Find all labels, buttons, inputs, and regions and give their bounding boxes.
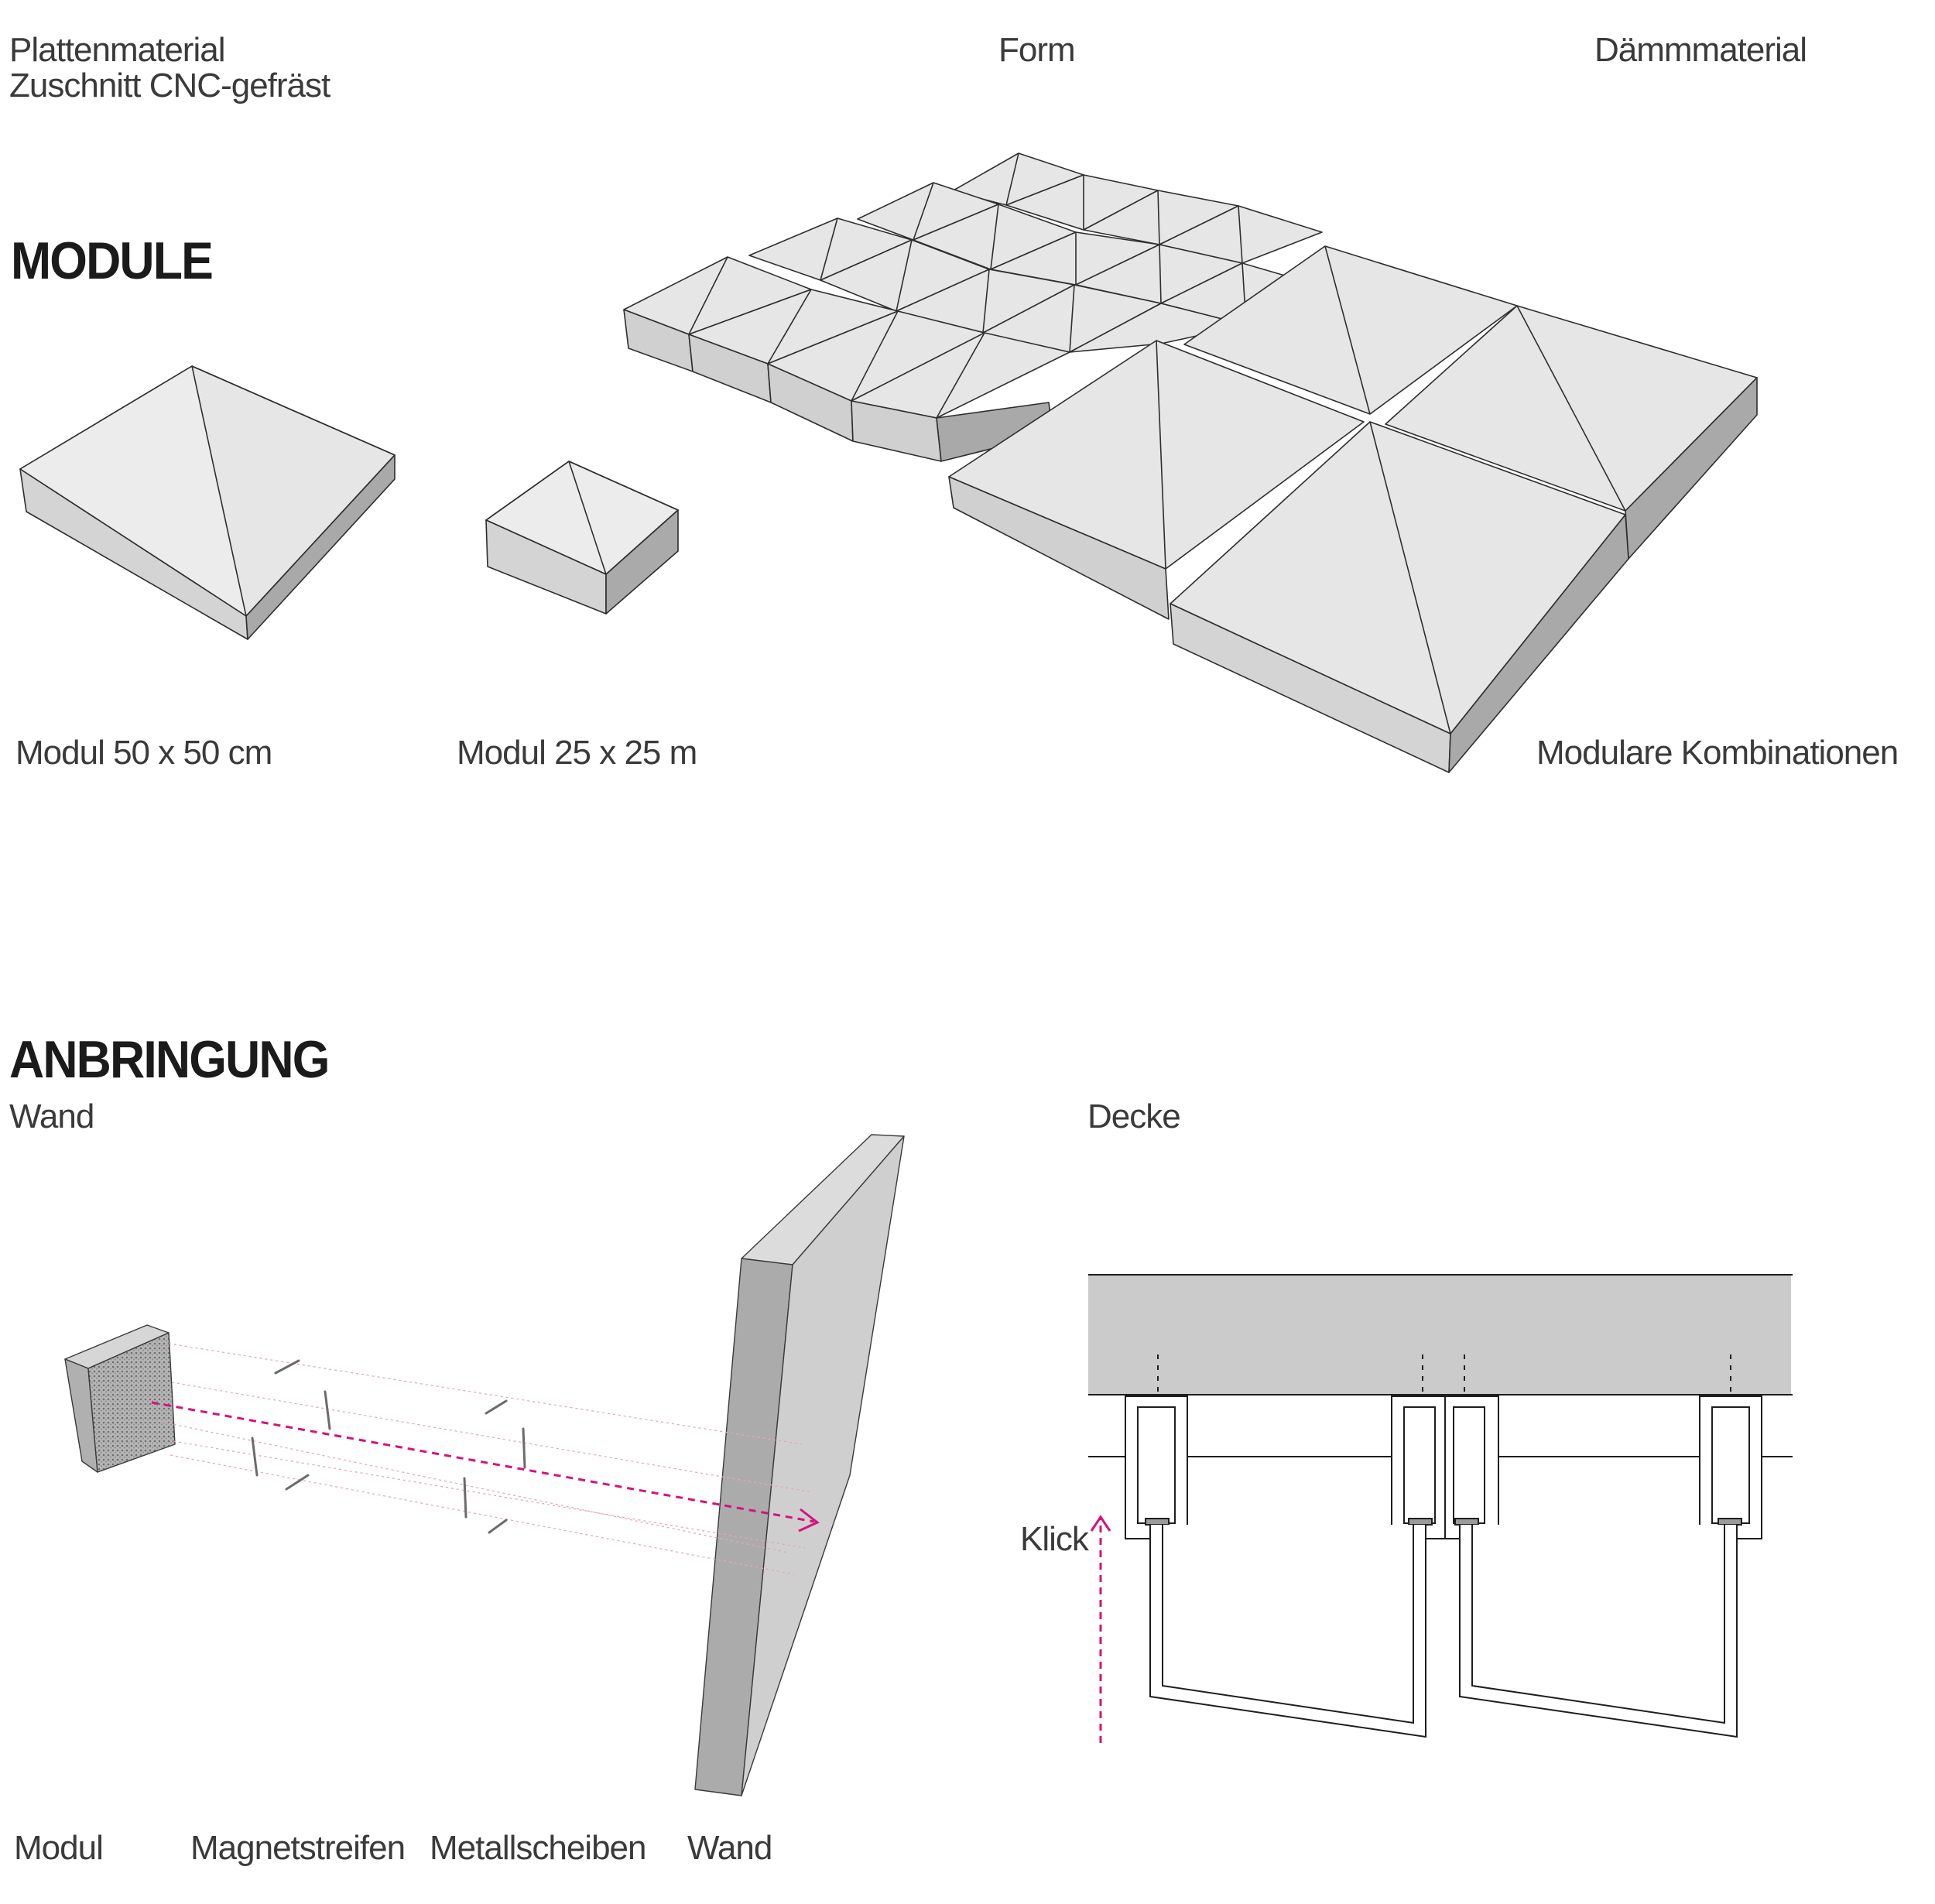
label-modul: Modul	[14, 1829, 104, 1867]
label-modul-25: Modul 25 x 25 m	[457, 734, 697, 772]
projection-lines	[157, 1343, 813, 1575]
anchor-markers	[1157, 1354, 1731, 1421]
label-modul-50: Modul 50 x 50 cm	[15, 734, 272, 772]
ceiling-slab	[1088, 1275, 1791, 1395]
wall-slab	[694, 1134, 905, 1796]
label-decke-title: Decke	[1087, 1098, 1181, 1135]
label-daemmmaterial: Dämmmaterial	[1594, 31, 1807, 69]
heading-module: MODULE	[11, 231, 214, 290]
label-klick: Klick	[1020, 1520, 1089, 1558]
module-combination	[623, 152, 1323, 462]
mount-arrow	[151, 1401, 820, 1532]
label-modulare-kombinationen: Modulare Kombinationen	[1536, 734, 1899, 772]
module-25-cube	[485, 461, 679, 615]
label-wand-title: Wand	[9, 1098, 94, 1135]
module-drawings	[19, 152, 1758, 773]
label-wand: Wand	[687, 1829, 772, 1867]
label-form: Form	[998, 31, 1076, 69]
label-magnetstreifen: Magnetstreifen	[190, 1829, 406, 1867]
magnet-strips	[251, 1359, 331, 1491]
label-metallscheiben: Metallscheiben	[430, 1829, 646, 1867]
metal-discs	[463, 1399, 526, 1534]
click-arrow	[1090, 1515, 1111, 1743]
module-combination-large	[948, 245, 1758, 773]
module-50-cube	[19, 365, 396, 640]
hanging-panels	[1149, 1525, 1738, 1738]
heading-anbringung: ANBRINGUNG	[9, 1030, 330, 1089]
label-zuschnitt: Zuschnitt CNC-gefräst	[9, 67, 330, 104]
ceiling-rails	[1125, 1395, 1762, 1539]
wall-module-block	[64, 1324, 176, 1473]
ceiling-clips	[1145, 1518, 1742, 1526]
label-plattenmaterial: Plattenmaterial	[9, 31, 225, 69]
